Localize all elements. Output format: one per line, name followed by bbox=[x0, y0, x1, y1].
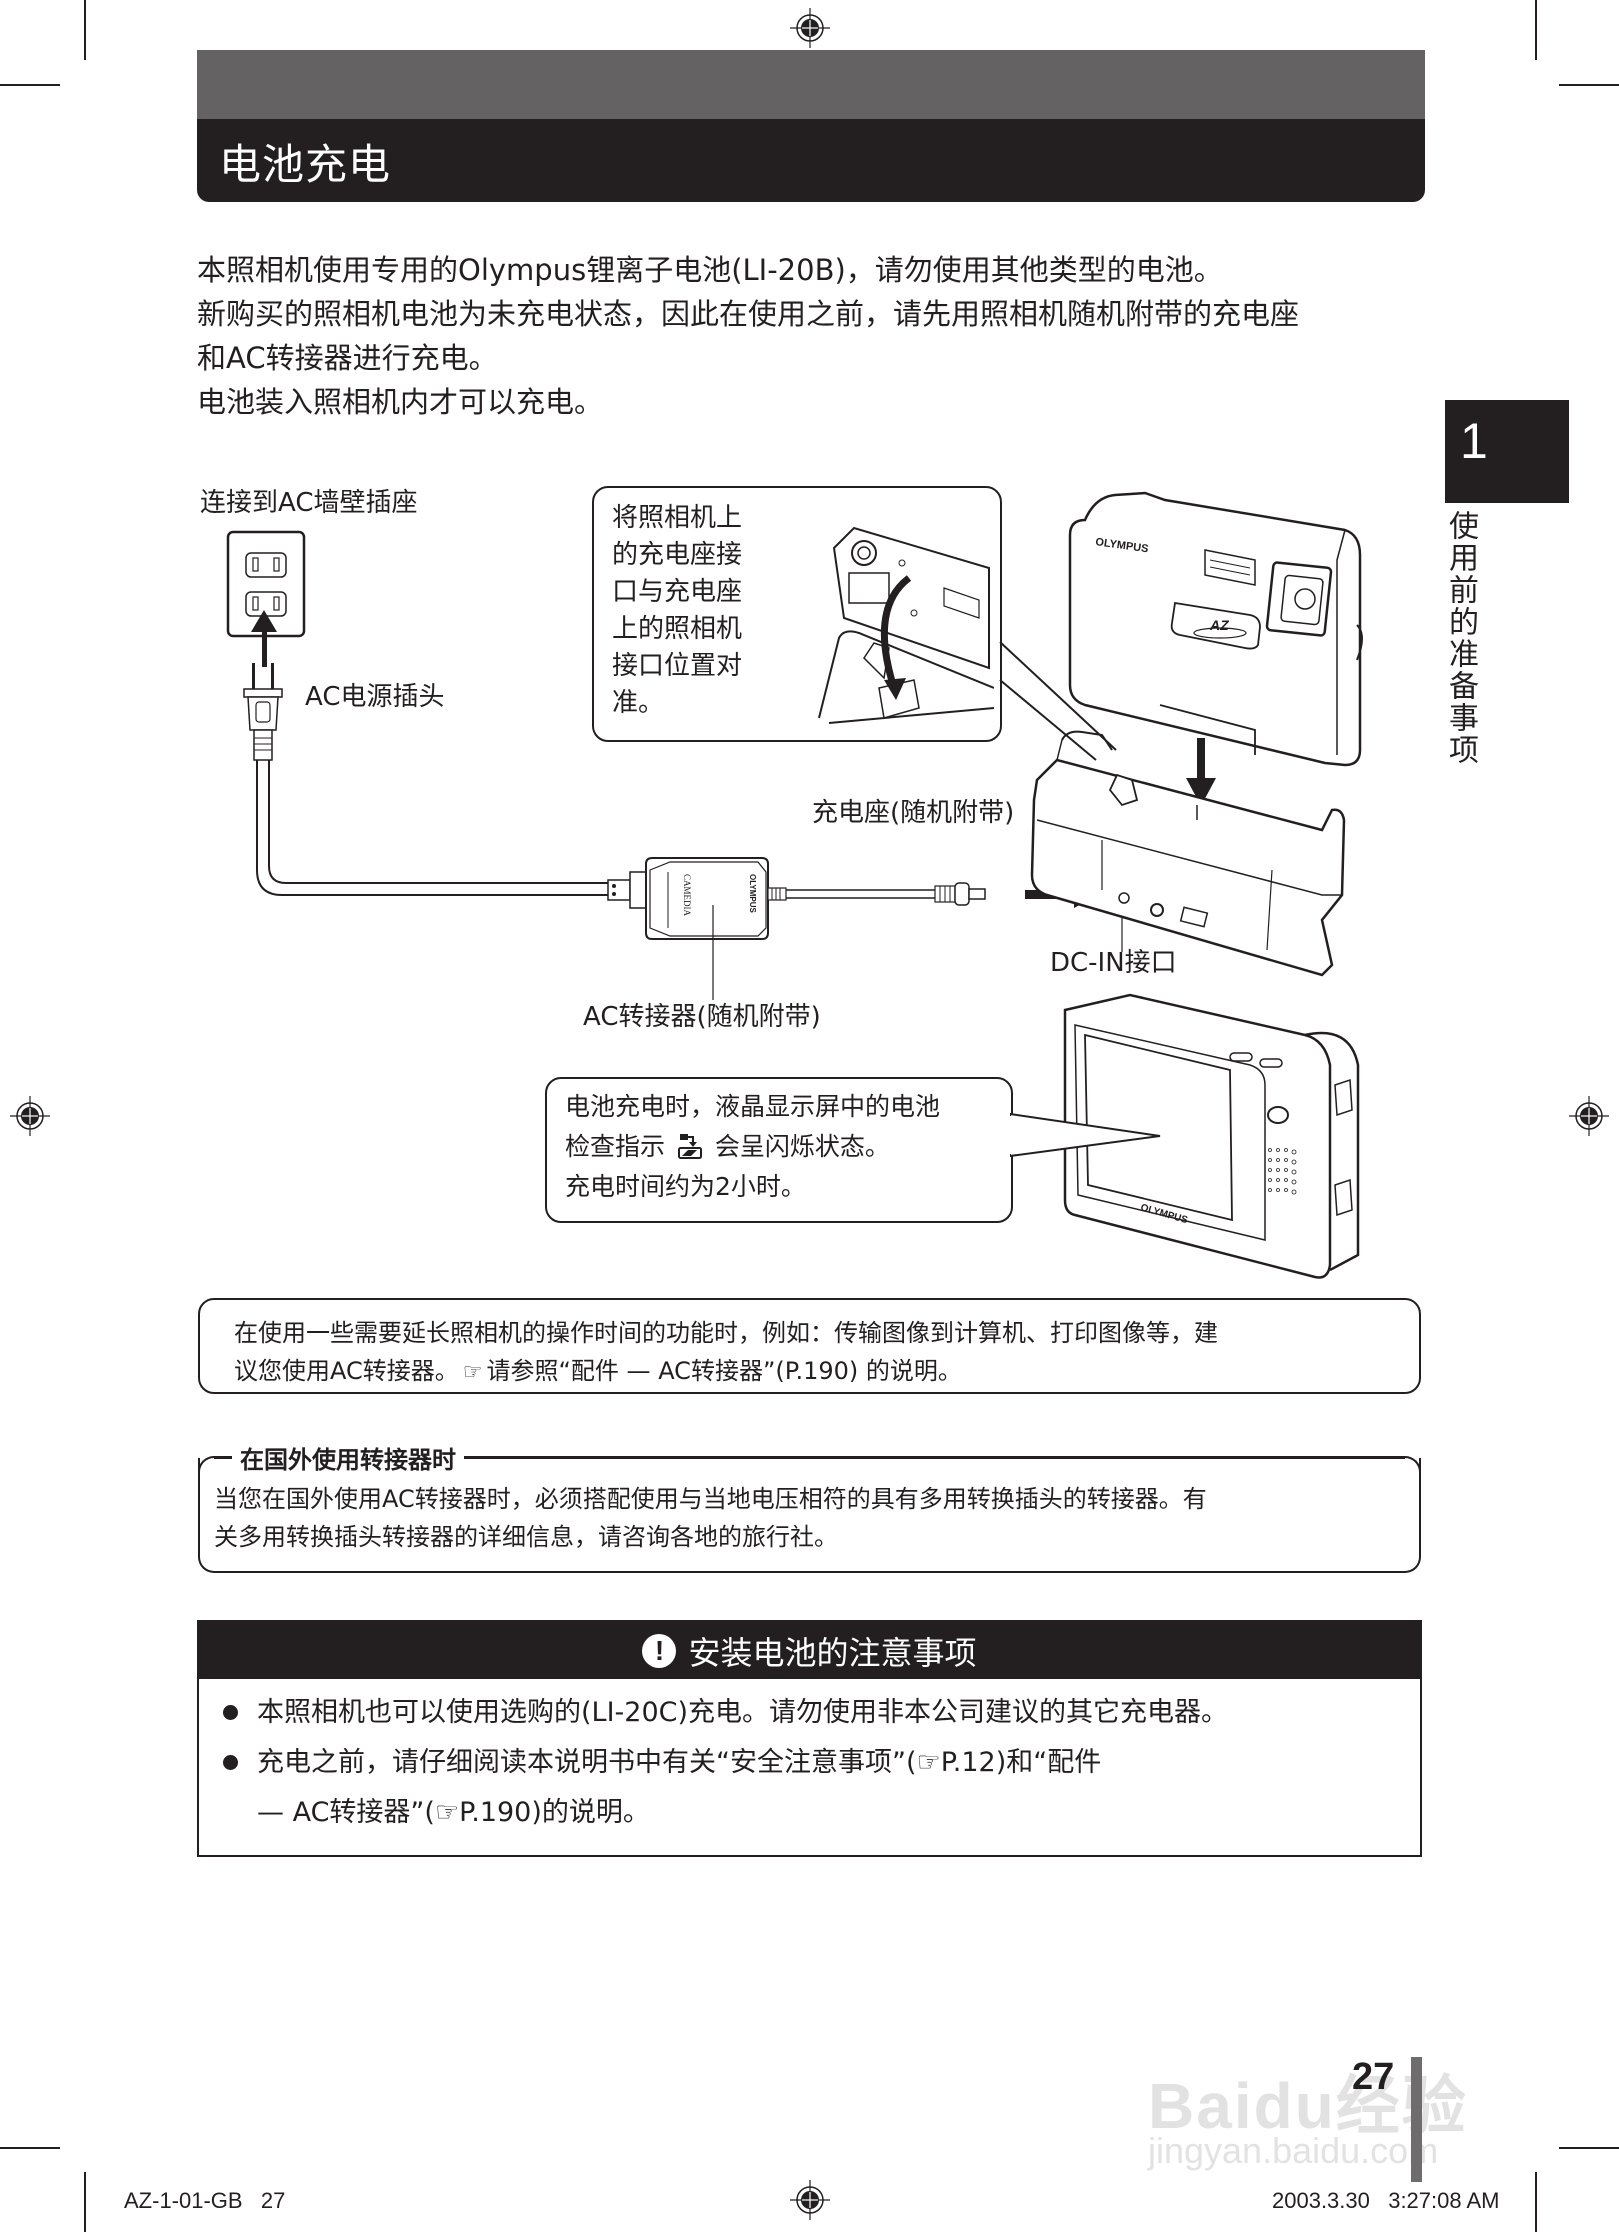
chapter-number: 1 bbox=[1460, 413, 1488, 469]
callout-text: 将照相机上 的充电座接 口与充电座 上的照相机 接口位置对 准。 bbox=[612, 503, 743, 718]
section-header: 电池充电 bbox=[197, 50, 1425, 202]
crop-mark bbox=[0, 2147, 60, 2149]
intro-paragraph: 本照相机使用专用的Olympus锂离子电池(LI-20B)，请勿使用其他类型的电… bbox=[197, 248, 1427, 424]
camera-front-illustration: OLYMPUS AZ bbox=[1068, 491, 1363, 767]
chapter-tab: 1 bbox=[1445, 400, 1569, 503]
connection-diagram: CAMEDIA OLYMPUS bbox=[226, 530, 1123, 1000]
wall-outlet-label: 连接到AC墙壁插座 bbox=[200, 488, 418, 518]
list-item-continuation: — AC转接器”(☞P.190)的说明。 bbox=[257, 1797, 650, 1828]
divider bbox=[214, 1456, 1405, 1459]
arrow-up-icon bbox=[251, 610, 277, 667]
crop-mark bbox=[1559, 84, 1619, 86]
registration-mark-icon bbox=[1569, 1096, 1609, 1136]
svg-text:OLYMPUS: OLYMPUS bbox=[748, 874, 757, 913]
chapter-title: 使用前的准备事项 bbox=[1443, 510, 1478, 766]
reference-hand-icon: ☞ bbox=[462, 1360, 483, 1385]
footer-code: AZ-1-01-GB 27 bbox=[124, 2188, 286, 2213]
caution-list: 本照相机也可以使用选购的(LI-20C)充电。请勿使用非本公司建议的其它充电器。… bbox=[221, 1688, 1228, 1838]
dock-alignment-callout: 将照相机上 的充电座接 口与充电座 上的照相机 接口位置对 准。 bbox=[592, 486, 1002, 742]
intro-line: 电池装入照相机内才可以充电。 bbox=[197, 385, 604, 419]
adapter-inlet-connector bbox=[607, 871, 649, 909]
wall-outlet-icon bbox=[226, 530, 306, 638]
header-title-band: 电池充电 bbox=[197, 119, 1425, 202]
header-top-band bbox=[197, 50, 1425, 119]
camera-back-illustration: OLYMPUS bbox=[1063, 993, 1360, 1279]
dock-label: 充电座(随机附带) bbox=[812, 798, 1015, 828]
list-item: 充电之前，请仔细阅读本说明书中有关“安全注意事项”(☞P.12)和“配件 bbox=[221, 1738, 1228, 1788]
callout-text: 电池充电时，液晶显示屏中的电池 检查指示 会呈闪烁状态。 充电时间约为2小时。 bbox=[565, 1092, 941, 1201]
watermark: Baidu经验 jingyan.baidu.com bbox=[1148, 2070, 1468, 2171]
registration-mark-icon bbox=[790, 2180, 830, 2220]
list-item: 本照相机也可以使用选购的(LI-20C)充电。请勿使用非本公司建议的其它充电器。 bbox=[221, 1688, 1228, 1738]
page-number: 27 bbox=[1352, 2056, 1395, 2098]
crop-mark bbox=[84, 2172, 86, 2232]
registration-mark-icon bbox=[10, 1096, 50, 1136]
tip-note-box: 在使用一些需要延长照相机的操作时间的功能时，例如：传输图像到计算机、打印图像等，… bbox=[198, 1298, 1421, 1394]
ac-adapter-icon: CAMEDIA OLYMPUS bbox=[645, 857, 769, 940]
intro-line: 和AC转接器进行充电。 bbox=[197, 341, 498, 375]
ac-adapter-label: AC转接器(随机附带) bbox=[583, 1002, 821, 1032]
crop-mark bbox=[0, 84, 60, 86]
dock-connector-closeup-illustration bbox=[818, 526, 994, 724]
battery-charging-icon bbox=[677, 1134, 702, 1159]
abroad-note-title: 在国外使用转接器时 bbox=[232, 1440, 464, 1475]
ac-plug-label: AC电源插头 bbox=[305, 682, 445, 712]
arrow-down-icon bbox=[1186, 738, 1216, 806]
crop-mark bbox=[1559, 2147, 1619, 2149]
callout-pointer bbox=[999, 641, 1117, 761]
crop-mark bbox=[84, 0, 86, 60]
ac-plug-icon bbox=[243, 663, 283, 761]
footer-timestamp: 2003.3.30 3:27:08 AM bbox=[1272, 2188, 1500, 2213]
page-edge-bar bbox=[1411, 2057, 1422, 2182]
page-title: 电池充电 bbox=[219, 140, 392, 189]
crop-mark bbox=[1535, 2172, 1537, 2232]
abroad-note-box: 当您在国外使用AC转接器时，必须搭配使用与当地电压相符的具有多用转换插头的转接器… bbox=[198, 1458, 1421, 1573]
registration-mark-icon bbox=[790, 8, 830, 48]
caution-box: ! 安装电池的注意事项 本照相机也可以使用选购的(LI-20C)充电。请勿使用非… bbox=[197, 1620, 1422, 1857]
callout-pointer bbox=[1010, 1112, 1161, 1158]
svg-text:AZ: AZ bbox=[1209, 617, 1229, 633]
charging-indicator-callout: 电池充电时，液晶显示屏中的电池 检查指示 会呈闪烁状态。 充电时间约为2小时。 bbox=[545, 1077, 1013, 1223]
charging-dock-illustration bbox=[1030, 730, 1346, 977]
intro-line: 本照相机使用专用的Olympus锂离子电池(LI-20B)，请勿使用其他类型的电… bbox=[197, 253, 1223, 287]
intro-line: 新购买的照相机电池为未充电状态，因此在使用之前，请先用照相机随机附带的充电座 bbox=[197, 297, 1300, 331]
svg-text:CAMEDIA: CAMEDIA bbox=[682, 874, 692, 916]
dc-in-label: DC-IN接口 bbox=[1050, 948, 1177, 978]
caution-header: ! 安装电池的注意事项 bbox=[199, 1622, 1420, 1679]
exclamation-icon: ! bbox=[642, 1633, 677, 1668]
crop-mark bbox=[1535, 0, 1537, 60]
caution-title: 安装电池的注意事项 bbox=[688, 1633, 977, 1672]
